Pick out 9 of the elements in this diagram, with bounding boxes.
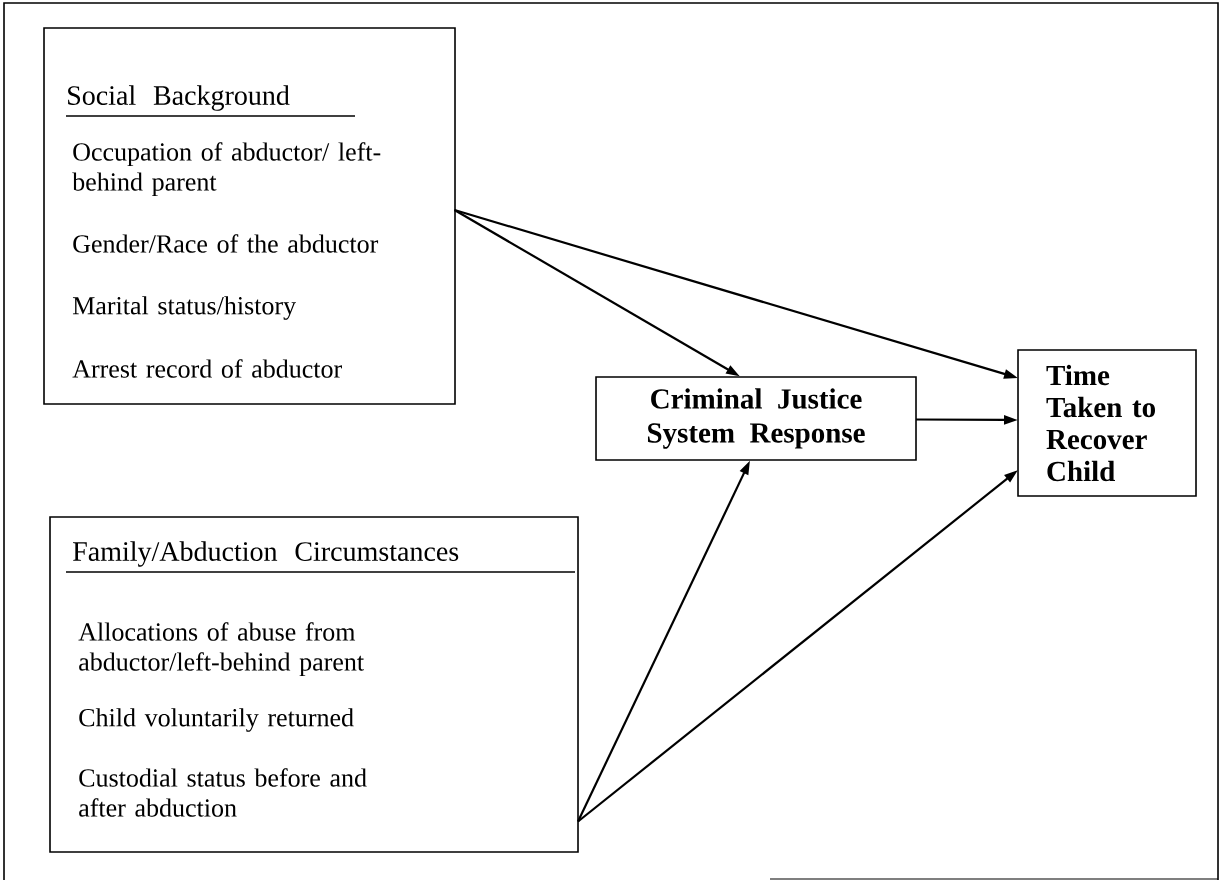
list-item: Occupation of abductor/ left-behind parent [72,142,381,197]
list-item: Child voluntarily returned [79,708,354,732]
list-item: Allocations of abuse from abductor/left-behind parent [78,622,364,677]
list-item: Arrest record of abductor [72,359,342,378]
process-box: Criminal Justice System Response [595,376,917,461]
list-item: Gender/Race of the abductor [73,234,379,253]
process-box: Time Taken to Recover Child [1017,349,1197,497]
list-item: Marital status/history [72,296,296,320]
list-item: Custodial status before and after abduction [79,768,367,817]
